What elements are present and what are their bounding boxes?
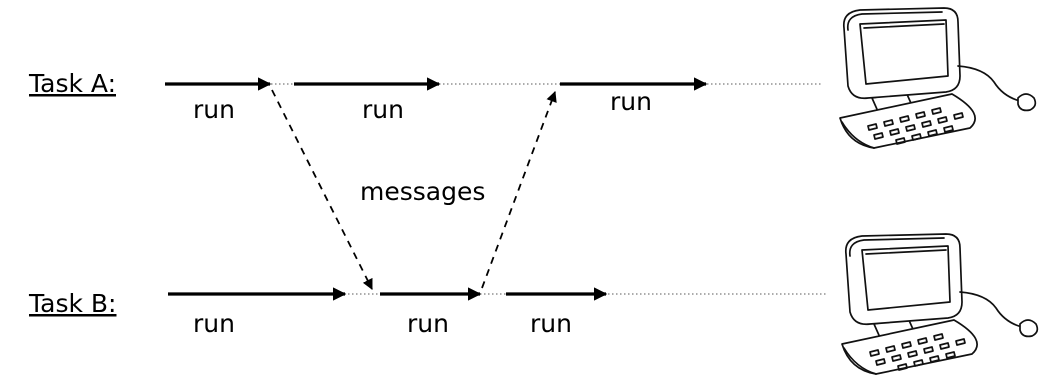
- task-a-run-label-1: run: [193, 95, 235, 124]
- task-a-label: Task A:: [28, 69, 116, 98]
- computer-icon-task-b: [841, 233, 1039, 375]
- task-a-run-label-2: run: [362, 95, 404, 124]
- task-b-run-label-2: run: [407, 309, 449, 338]
- messages-label: messages: [360, 177, 485, 206]
- task-b-run-label-3: run: [530, 309, 572, 338]
- task-b-label: Task B:: [28, 289, 116, 318]
- message-arrow-b-to-a: [481, 90, 557, 289]
- computer-icon-task-a: [839, 7, 1037, 149]
- message-arrow-a-to-b: [271, 89, 373, 290]
- task-a-run-label-3: run: [610, 87, 652, 116]
- task-b-run-label-1: run: [193, 309, 235, 338]
